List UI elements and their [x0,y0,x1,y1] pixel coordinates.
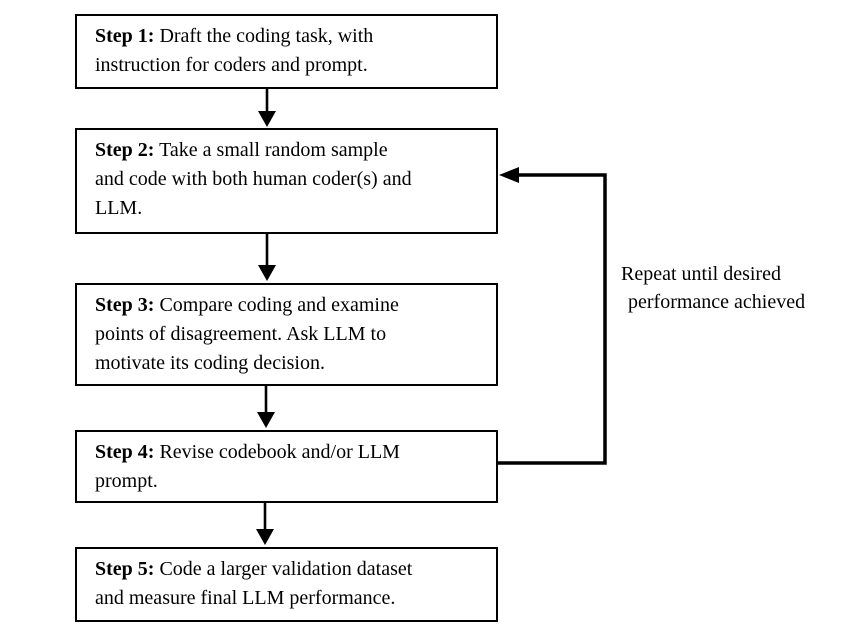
arrow-step3-to-step4 [257,386,275,428]
arrow-step4-to-step5 [256,503,274,545]
step-2-text-line-2: and code with both human coder(s) and [95,168,412,190]
step-5-box: Step 5: Code a larger validation dataset… [75,547,498,622]
step-1-label: Step 1: [95,25,155,47]
step-2-label: Step 2: [95,139,155,161]
feedback-loop-label-line-1: Repeat until desired [621,263,781,285]
step-4-text-line-2: prompt. [95,470,158,492]
step-1-box: Step 1: Draft the coding task, with inst… [75,14,498,89]
step-3-label: Step 3: [95,294,155,316]
step-2-text-line-1: Take a small random sample [159,139,388,161]
step-1-text-line-2: instruction for coders and prompt. [95,54,368,76]
step-4-box: Step 4: Revise codebook and/or LLM promp… [75,430,498,503]
step-4-label: Step 4: [95,441,155,463]
step-3-text-line-3: motivate its coding decision. [95,352,325,374]
step-2-text-line-3: LLM. [95,197,143,219]
step-3-box: Step 3: Compare coding and examine point… [75,283,498,386]
step-1-text-line-1: Draft the coding task, with [159,25,374,47]
feedback-loop-label: Repeat until desired performance achieve… [621,260,805,316]
step-2-box: Step 2: Take a small random sample and c… [75,128,498,234]
step-5-text-line-2: and measure final LLM performance. [95,587,396,609]
step-3-text-line-2: points of disagreement. Ask LLM to [95,323,387,345]
step-4-text-line-1: Revise codebook and/or LLM [159,441,400,463]
arrow-step1-to-step2 [258,89,276,127]
arrow-step2-to-step3 [258,234,276,281]
step-5-label: Step 5: [95,558,155,580]
step-5-text-line-1: Code a larger validation dataset [159,558,413,580]
step-3-text-line-1: Compare coding and examine [159,294,399,316]
feedback-arrow-step4-to-step2 [498,167,607,465]
feedback-loop-label-line-2: performance achieved [628,291,806,313]
